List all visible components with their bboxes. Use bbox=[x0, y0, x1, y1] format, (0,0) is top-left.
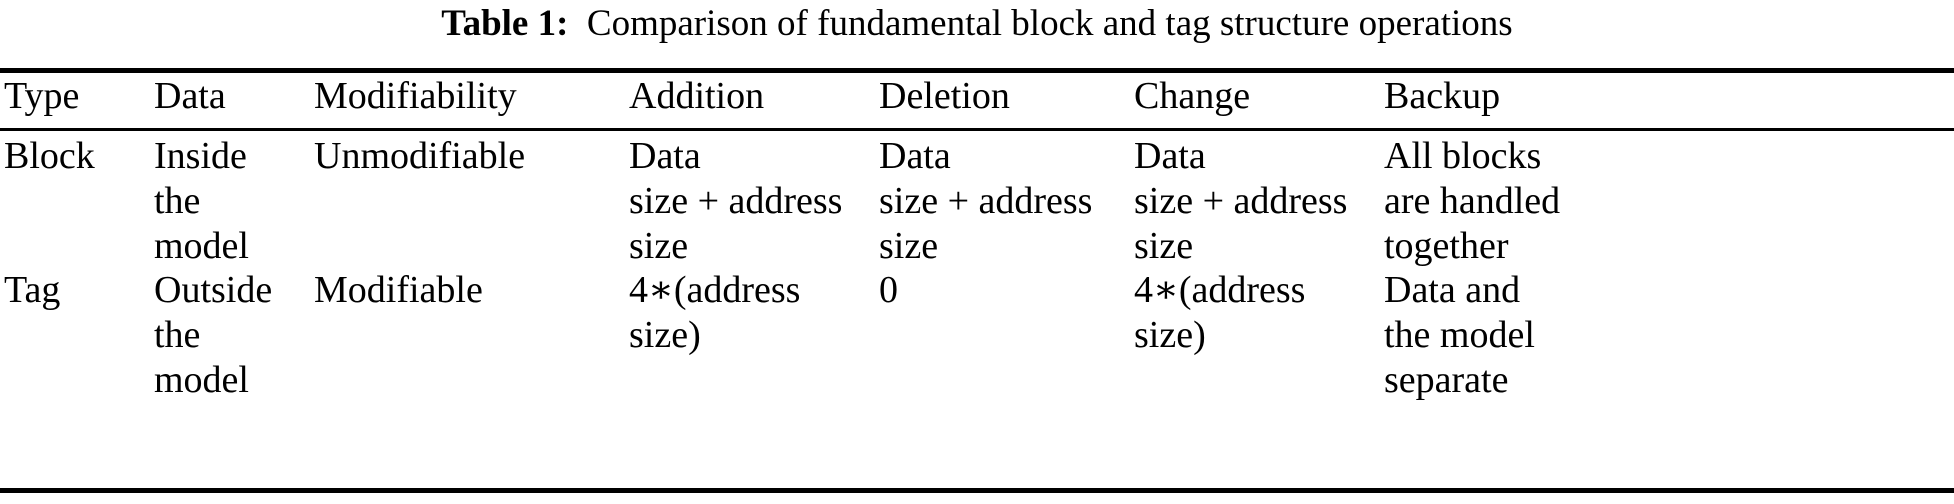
column-header-change: Change bbox=[1134, 75, 1251, 117]
table-caption-text: Comparison of fundamental block and tag … bbox=[586, 3, 1513, 44]
column-header-addition: Addition bbox=[629, 75, 765, 117]
column-header-modifiability: Modifiability bbox=[314, 75, 517, 117]
table-top-rule bbox=[0, 68, 1954, 73]
table-row: Tag Outside the model Modifiable 4∗(addr… bbox=[0, 268, 1954, 403]
column-header-backup: Backup bbox=[1384, 75, 1501, 117]
cell-tag-type: Tag bbox=[4, 269, 61, 311]
cell-tag-addition: 4∗(address size) bbox=[629, 269, 801, 356]
cell-block-change: Data size + address size bbox=[1134, 135, 1348, 267]
cell-block-modifiability: Unmodifiable bbox=[314, 135, 526, 177]
column-header-type: Type bbox=[4, 75, 80, 117]
cell-block-addition: Data size + address size bbox=[629, 135, 843, 267]
table-row: Block Inside the model Unmodifiable Data… bbox=[0, 134, 1954, 269]
column-header-deletion: Deletion bbox=[879, 75, 1010, 117]
cell-tag-data: Outside the model bbox=[154, 269, 273, 401]
cell-tag-change: 4∗(address size) bbox=[1134, 269, 1306, 356]
cell-block-deletion: Data size + address size bbox=[879, 135, 1093, 267]
table-header-row: Type Data Modifiability Addition Deletio… bbox=[0, 74, 1954, 119]
cell-block-data: Inside the model bbox=[154, 135, 249, 267]
cell-tag-modifiability: Modifiable bbox=[314, 269, 483, 311]
table-caption: Table 1: Comparison of fundamental block… bbox=[0, 2, 1954, 46]
cell-block-type: Block bbox=[4, 135, 95, 177]
table-caption-label: Table 1: bbox=[441, 3, 569, 44]
cell-tag-deletion: 0 bbox=[879, 269, 898, 311]
column-header-data: Data bbox=[154, 75, 226, 117]
cell-tag-backup: Data and the model separate bbox=[1384, 269, 1535, 401]
table-bottom-rule bbox=[0, 488, 1954, 493]
cell-block-backup: All blocks are handled together bbox=[1384, 135, 1561, 267]
table-header-rule bbox=[0, 128, 1954, 131]
